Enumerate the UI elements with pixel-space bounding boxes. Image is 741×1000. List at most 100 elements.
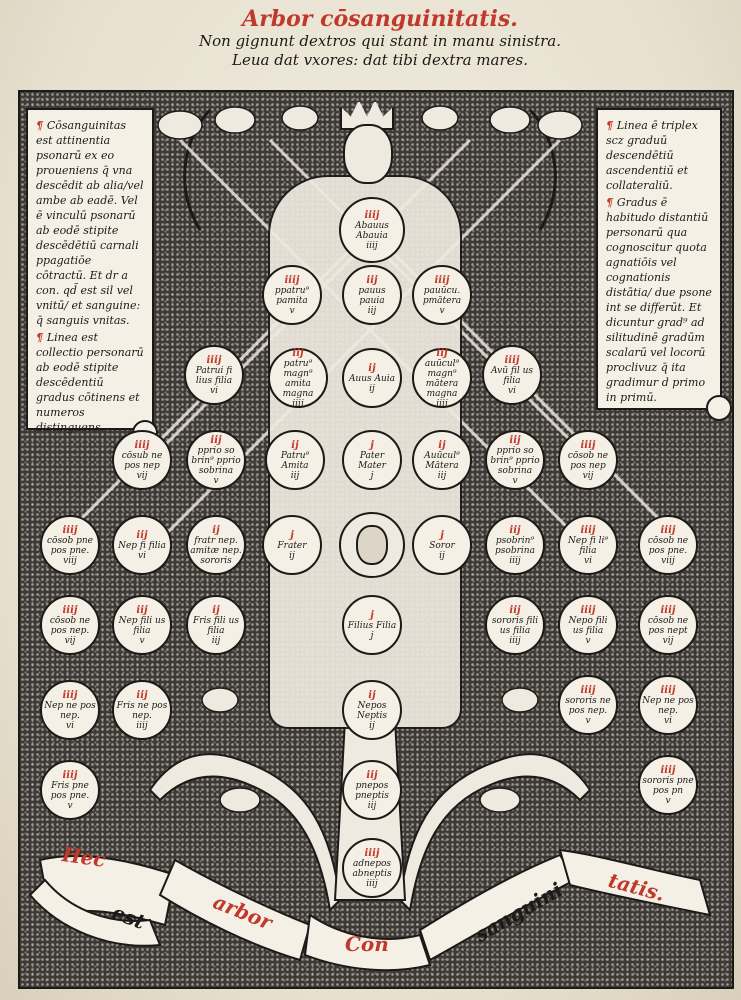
node-label: Patrui fi lius filia xyxy=(195,365,233,386)
node-degree: iiij xyxy=(504,354,520,366)
node-degree: iiij xyxy=(660,684,676,696)
node-degree: iiij xyxy=(580,684,596,696)
node-label: Auus Auia xyxy=(348,373,396,384)
node-num: vi xyxy=(664,715,672,726)
left-paragraph-2: ¶ Linea est collectio personarū ab eodē … xyxy=(36,331,144,434)
node-num: iiij xyxy=(292,398,304,409)
node-degree: iiij xyxy=(660,524,676,536)
node-label: sororis fili us filia xyxy=(491,615,539,636)
node-num: vij xyxy=(136,470,148,481)
node-label: pprio so brin⁹ pprio sobrina xyxy=(191,445,241,476)
node-label: Fris fili us filia xyxy=(193,615,239,636)
node-label: pauus pauia xyxy=(358,285,386,306)
left-paragraph-1: ¶ Cōsanguinitas est attinentia psonarū e… xyxy=(36,119,144,327)
node-label: Avū fil us filia xyxy=(490,365,534,386)
node-num: vi xyxy=(584,555,592,566)
node-label: cōsob ne pos nept xyxy=(647,615,689,636)
node-degree: iiij xyxy=(62,769,78,781)
node-degree: iij xyxy=(136,604,148,616)
node-degree: ij xyxy=(368,362,376,374)
node-label: Nep fi li⁹ filia xyxy=(567,535,609,556)
node-label: Soror xyxy=(429,540,455,551)
node-num: v xyxy=(289,305,295,316)
node-label: Nep ne pos nep. xyxy=(642,695,694,716)
node-num: j xyxy=(370,630,374,641)
node-label: pnepos pneptis xyxy=(355,780,389,801)
right-text-panel: ¶ Linea ē triplex scz graduū descendētiū… xyxy=(596,108,722,410)
node-num: v xyxy=(213,475,219,486)
node-num: ij xyxy=(439,550,445,561)
node-num: vij xyxy=(662,635,674,646)
node-degree: iiij xyxy=(62,689,78,701)
node-num: iiij xyxy=(136,720,148,731)
node-num: ij xyxy=(369,720,375,731)
node-degree: j xyxy=(370,439,374,451)
node-num: iij xyxy=(290,470,300,481)
node-label: Nepos Neptis xyxy=(356,700,388,721)
node-label: cōsub ne pos nep xyxy=(121,450,163,471)
node-degree: j xyxy=(440,529,444,541)
node-degree: iij xyxy=(292,347,304,359)
node-label: Fris pne pos pne. xyxy=(50,780,90,801)
node-num: v xyxy=(585,635,591,646)
node-label: Patru⁹ Amita xyxy=(280,450,310,471)
node-degree: iiij xyxy=(580,604,596,616)
node-label: pauūcu. pmātera xyxy=(422,285,462,306)
node-degree: iiij xyxy=(580,439,596,451)
node-num: v xyxy=(139,635,145,646)
node-num: vi xyxy=(210,385,218,396)
node-label: Auūcul⁹ Mātera xyxy=(424,450,460,471)
node-degree: ij xyxy=(438,439,446,451)
node-label: psobrin⁹ psobrina xyxy=(495,535,535,556)
node-num: ij xyxy=(369,383,375,394)
king-head xyxy=(343,124,393,184)
node-num: iiij xyxy=(366,240,378,251)
node-label: patru⁹ magn⁹ amita magna xyxy=(282,358,314,399)
node-num: vij xyxy=(582,470,594,481)
node-degree: iiij xyxy=(62,604,78,616)
node-label: Abauus Abauia xyxy=(355,220,389,241)
node-label: cōsob ne pos nep. xyxy=(49,615,91,636)
node-num: viij xyxy=(63,555,77,566)
node-degree: iiij xyxy=(364,209,380,221)
node-label: auūcul⁹ magn⁹ mātera magna xyxy=(424,358,460,399)
node-degree: iiij xyxy=(206,354,222,366)
node-num: vi xyxy=(508,385,516,396)
node-num: iij xyxy=(211,635,221,646)
node-num: iij xyxy=(367,800,377,811)
node-degree: ij xyxy=(212,604,220,616)
node-degree: iiij xyxy=(660,604,676,616)
pilcrow-icon: ¶ xyxy=(606,196,617,209)
node-num: vij xyxy=(64,635,76,646)
node-degree: iij xyxy=(366,769,378,781)
node-degree: iiij xyxy=(580,524,596,536)
node-degree: iiij xyxy=(660,764,676,776)
node-num: viij xyxy=(661,555,675,566)
node-degree: iij xyxy=(136,529,148,541)
node-label: fratr nep. amitæ nep. sororis xyxy=(190,535,242,566)
right-paragraph-2: ¶ Gradus ē habitudo distantiū personarū … xyxy=(606,196,712,404)
banner-word-4: Con xyxy=(345,932,389,956)
node-degree: iij xyxy=(366,274,378,286)
node-label: Filius Filia xyxy=(347,620,397,631)
node-num: ij xyxy=(289,550,295,561)
